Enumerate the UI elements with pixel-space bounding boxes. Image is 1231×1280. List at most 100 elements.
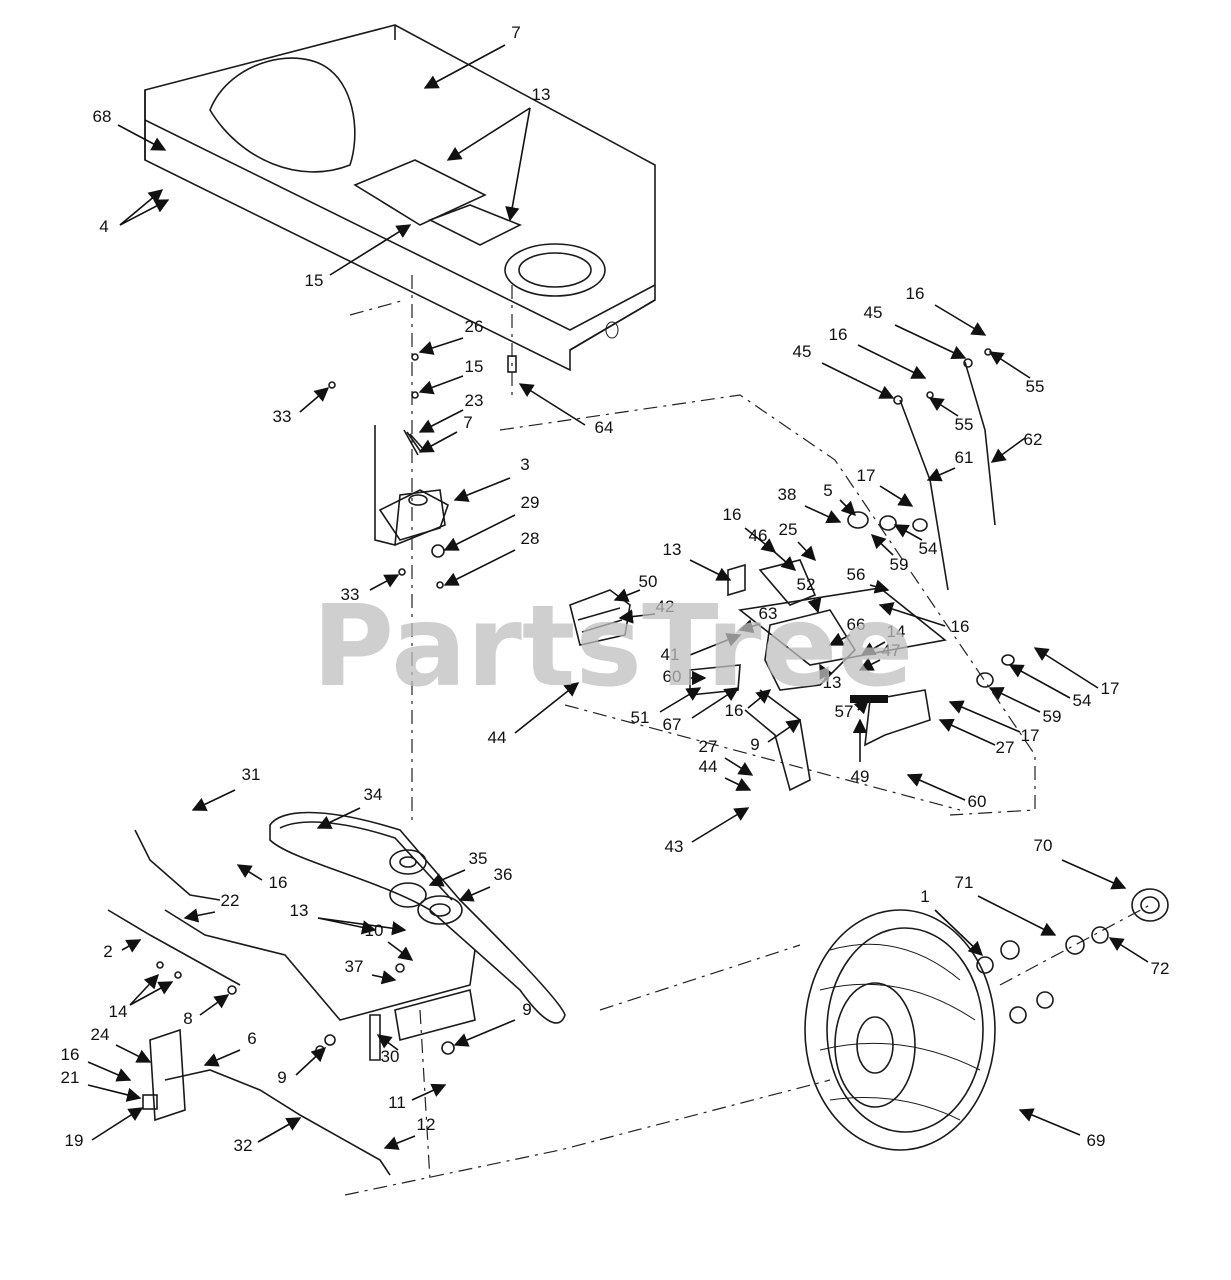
frame-part	[144, 24, 656, 372]
callout-47: 47	[882, 641, 901, 660]
leader-arrow-icon	[514, 682, 580, 734]
leader-arrow-icon	[383, 1135, 416, 1150]
leader-arrow-icon	[119, 199, 170, 226]
callout-15: 15	[305, 271, 324, 290]
callout-16: 16	[725, 701, 744, 720]
leader-arrow-icon	[767, 719, 802, 743]
leader-arrow-icon	[807, 597, 822, 614]
leader-arrow-icon	[418, 409, 464, 433]
callout-32: 32	[234, 1136, 253, 1155]
leader-arrow-icon	[689, 559, 732, 581]
callout-16: 16	[61, 1045, 80, 1064]
callout-11: 11	[388, 1093, 406, 1112]
callout-55: 55	[1026, 377, 1045, 396]
leader-arrow-icon	[691, 807, 750, 843]
leader-arrow-icon	[203, 1049, 241, 1067]
callout-69: 69	[1087, 1131, 1106, 1150]
leader-arrow-icon	[129, 981, 174, 1006]
callout-28: 28	[521, 529, 540, 548]
callout-12: 12	[417, 1115, 436, 1134]
leader-arrow-icon	[443, 514, 516, 551]
callout-64: 64	[595, 418, 614, 437]
callout-57: 57	[835, 702, 854, 721]
callout-66: 66	[847, 615, 866, 634]
callout-23: 23	[465, 391, 484, 410]
leader-arrow-icon	[879, 485, 914, 507]
callout-52: 52	[797, 575, 816, 594]
leader-arrow-icon	[1018, 1108, 1081, 1136]
callout-59: 59	[890, 555, 909, 574]
callout-35: 35	[469, 849, 488, 868]
callout-2: 2	[103, 942, 112, 961]
leader-arrow-icon	[316, 807, 361, 829]
callout-10: 10	[365, 921, 384, 940]
leader-arrow-icon	[769, 547, 797, 571]
callout-37: 37	[345, 957, 364, 976]
callout-15: 15	[465, 357, 484, 376]
callout-43: 43	[665, 837, 684, 856]
leader-arrow-icon	[115, 1044, 152, 1063]
leader-arrow-icon	[747, 689, 772, 709]
callout-16: 16	[829, 325, 848, 344]
callout-50: 50	[639, 572, 658, 591]
callout-71: 71	[955, 873, 974, 892]
callout-33: 33	[341, 585, 360, 604]
callout-22: 22	[221, 891, 240, 910]
callout-38: 38	[778, 485, 797, 504]
leader-arrow-icon	[977, 895, 1057, 936]
callout-68: 68	[93, 107, 112, 126]
callout-31: 31	[242, 765, 261, 784]
callout-30: 30	[381, 1047, 400, 1066]
leader-lines	[87, 44, 1149, 1150]
leader-arrow-icon	[797, 541, 816, 562]
callout-41: 41	[661, 645, 680, 664]
leader-arrow-icon	[724, 757, 754, 776]
belt-drive-assembly	[269, 811, 566, 1024]
leader-arrow-icon	[418, 337, 464, 355]
leader-arrow-icon	[446, 107, 531, 161]
callout-33: 33	[273, 407, 292, 426]
callout-16: 16	[906, 284, 925, 303]
callout-62: 62	[1024, 430, 1043, 449]
callout-16: 16	[723, 505, 742, 524]
leader-arrow-icon	[691, 687, 740, 719]
callout-63: 63	[759, 604, 778, 623]
callout-3: 3	[520, 455, 529, 474]
leader-arrow-icon	[1008, 664, 1071, 699]
leader-arrow-icon	[387, 941, 414, 961]
leader-arrow-icon	[878, 602, 946, 627]
watermark: PartsTree	[312, 582, 913, 712]
leader-arrow-icon	[689, 633, 742, 656]
leader-arrow-icon	[443, 549, 516, 586]
callout-19: 19	[65, 1131, 84, 1150]
callout-27: 27	[996, 738, 1015, 757]
transmission-assembly	[499, 348, 1036, 816]
leader-arrow-icon	[893, 524, 923, 541]
callout-26: 26	[465, 317, 484, 336]
leader-arrow-icon	[428, 869, 466, 887]
callout-29: 29	[521, 493, 540, 512]
leader-arrow-icon	[938, 718, 996, 746]
callout-17: 17	[1021, 726, 1040, 745]
callout-7: 7	[463, 413, 472, 432]
leader-arrow-icon	[928, 397, 959, 417]
leader-arrow-icon	[117, 124, 167, 151]
leader-arrow-icon	[371, 970, 397, 985]
leader-arrow-icon	[295, 1047, 327, 1076]
callout-36: 36	[494, 865, 513, 884]
leader-arrow-icon	[821, 362, 895, 399]
leader-arrow-icon	[453, 1019, 516, 1047]
callout-16: 16	[269, 873, 288, 892]
leader-arrow-icon	[376, 1034, 399, 1051]
callout-6: 6	[247, 1029, 256, 1048]
callout-54: 54	[919, 539, 938, 558]
callout-44: 44	[488, 728, 507, 747]
callout-54: 54	[1073, 691, 1092, 710]
leader-arrow-icon	[505, 107, 531, 222]
leader-arrow-icon	[870, 534, 894, 556]
leader-arrow-icon	[948, 700, 1021, 733]
leader-arrow-icon	[199, 994, 230, 1016]
callout-72: 72	[1151, 959, 1170, 978]
callout-24: 24	[91, 1025, 110, 1044]
leader-arrow-icon	[299, 387, 330, 413]
